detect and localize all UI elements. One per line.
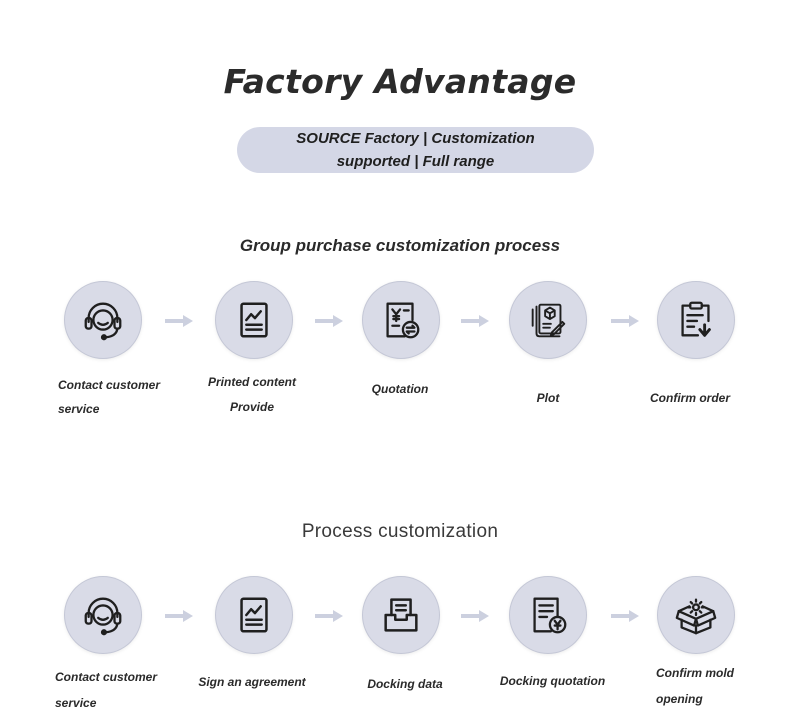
arrow-icon <box>611 315 639 327</box>
step-contact-customer-service <box>65 577 141 653</box>
step-label: Printed content Provide <box>207 375 296 414</box>
custom-process-title: Process customization <box>301 521 499 542</box>
step-label: Docking data <box>367 677 443 691</box>
headset-icon <box>84 597 122 636</box>
arrow-icon <box>461 610 489 622</box>
arrow-icon <box>165 610 193 622</box>
arrow-icon <box>315 315 343 327</box>
step-label: Contact customer service <box>58 378 161 416</box>
step-label: Confirm order <box>650 391 731 405</box>
confirm-order-icon <box>681 301 711 337</box>
chart-document-icon <box>240 597 268 633</box>
quotation-icon <box>386 302 420 339</box>
step-label: Confirm mold opening <box>656 666 734 706</box>
tagline-line-2: supported | Full range <box>336 153 495 170</box>
arrow-icon <box>165 315 193 327</box>
page-title: Factory Advantage <box>223 62 577 101</box>
yen-document-icon <box>533 597 567 634</box>
group-process-title: Group purchase customization process <box>239 236 561 255</box>
step-docking-quotation <box>510 577 586 653</box>
arrow-icon <box>461 315 489 327</box>
arrow-icon <box>315 610 343 622</box>
step-printed-content <box>216 282 292 358</box>
step-contact-customer-service <box>65 282 141 358</box>
step-label: Sign an agreement <box>198 675 306 689</box>
step-label: Docking quotation <box>499 674 606 688</box>
step-quotation <box>363 282 439 358</box>
box-gear-icon <box>675 598 717 635</box>
plot-icon <box>531 303 566 338</box>
step-docking-data <box>363 577 439 653</box>
tagline-pill: SOURCE Factory | Customization supported… <box>237 127 594 173</box>
step-confirm-order <box>658 282 734 358</box>
step-plot <box>510 282 586 358</box>
arrow-icon <box>611 610 639 622</box>
step-label: Contact customer service <box>55 670 158 710</box>
tagline-line-1: SOURCE Factory | Customization <box>296 130 535 147</box>
headset-icon <box>84 302 122 341</box>
step-label: Quotation <box>371 382 429 396</box>
step-label: Plot <box>536 391 560 405</box>
step-sign-agreement <box>216 577 292 653</box>
chart-document-icon <box>240 302 268 338</box>
step-confirm-mold-opening <box>658 577 734 653</box>
document-tray-icon <box>384 598 418 632</box>
